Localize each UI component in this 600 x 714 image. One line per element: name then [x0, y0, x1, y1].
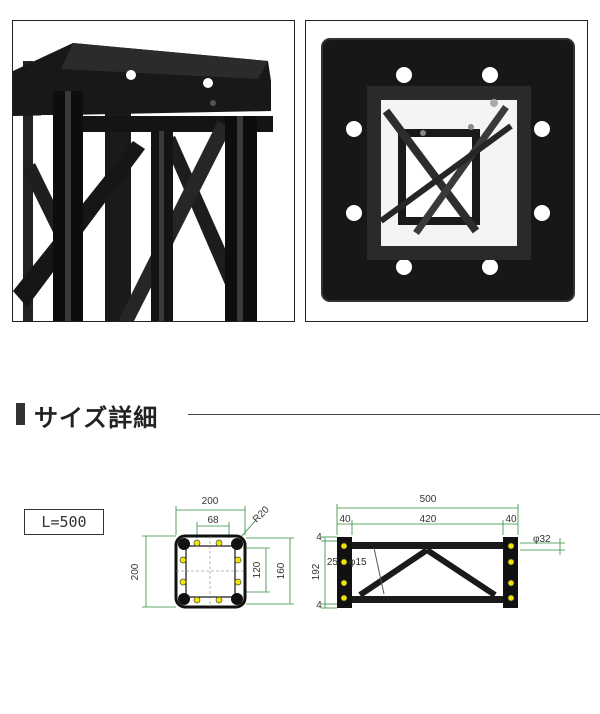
hole-diameter-label: φ15: [349, 557, 367, 568]
depth-label: 192: [311, 563, 322, 580]
hole-offset-label: 25: [327, 557, 339, 568]
total-length-label: 500: [420, 494, 437, 505]
section-marker: [16, 403, 25, 425]
truss-side-illustration: [13, 21, 294, 321]
side-view-drawing: 500 40 420 40 φ32 4 192 4 25 φ15: [311, 494, 565, 611]
cross-width-label: 200: [202, 496, 219, 507]
cross-height-label: 200: [130, 563, 141, 580]
truss-endplate-illustration: [306, 21, 587, 321]
pipe-diameter-label: φ32: [533, 534, 551, 545]
length-spec-label: L=500: [24, 509, 104, 535]
section-header: サイズ詳細: [14, 396, 600, 432]
dimension-drawings: 200 68 R20 200 120 160: [130, 494, 565, 611]
inner-side-label: 120: [252, 561, 263, 578]
end-right-label: 40: [505, 514, 517, 525]
truss-endplate-photo: [305, 20, 588, 322]
middle-length-label: 420: [420, 514, 437, 525]
cross-section-drawing: 200 68 R20 200 120 160: [130, 496, 294, 609]
outer-side-label: 160: [276, 562, 287, 579]
section-divider: [188, 414, 600, 415]
bottom-offset-label: 4: [316, 600, 322, 611]
top-offset-label: 4: [316, 532, 322, 543]
hole-spacing-label: 68: [207, 515, 219, 526]
truss-side-photo: [12, 20, 295, 322]
end-left-label: 40: [339, 514, 351, 525]
section-title: サイズ詳細: [34, 404, 159, 432]
